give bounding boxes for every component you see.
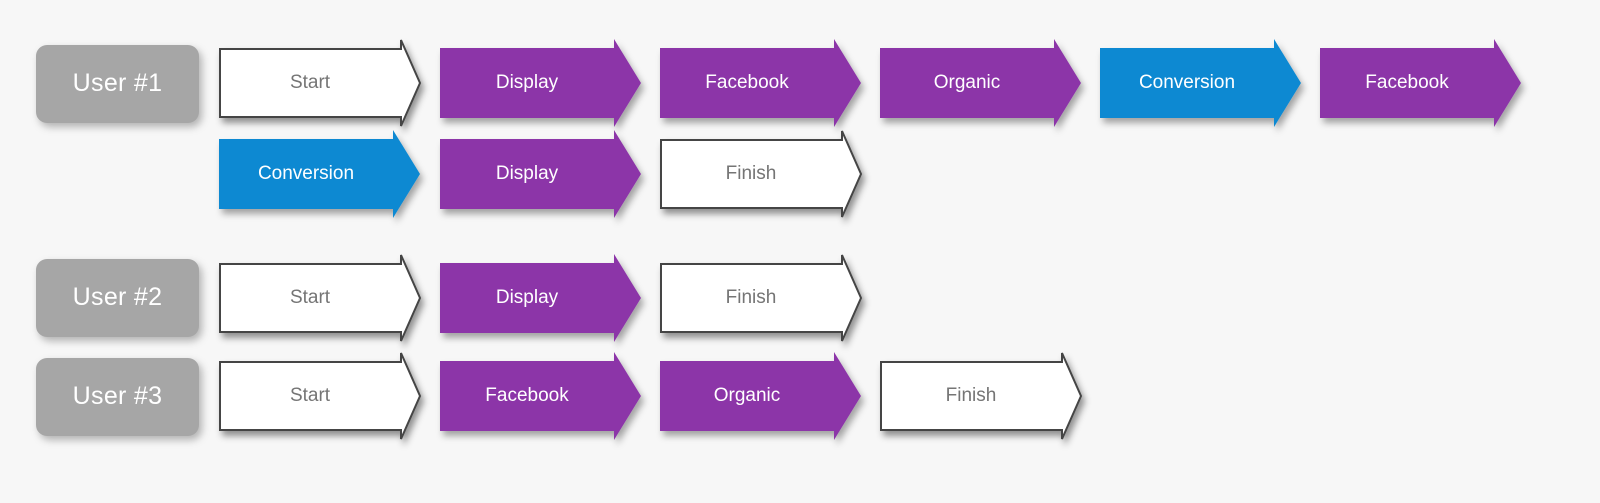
arrow-shape-outline (219, 352, 422, 440)
flow-step-organic[interactable]: Organic (660, 352, 861, 440)
arrow-shape-outline (660, 130, 863, 218)
arrow-shape-outline (219, 39, 422, 127)
user-label-text: User #2 (72, 283, 163, 311)
arrow-shape-purple (880, 39, 1081, 127)
arrow-shape-outline (660, 254, 863, 342)
arrow-shape-purple (440, 254, 641, 342)
user-label-text: User #3 (72, 382, 163, 410)
arrow-shape-purple (440, 39, 641, 127)
user-label-text: User #1 (72, 69, 163, 97)
user-label-1[interactable]: User #1 (36, 45, 199, 123)
arrow-shape-blue (1100, 39, 1301, 127)
flow-step-finish[interactable]: Finish (880, 352, 1083, 440)
arrow-shape-purple (440, 130, 641, 218)
user-label-3[interactable]: User #3 (36, 358, 199, 436)
arrow-shape-purple (1320, 39, 1521, 127)
arrow-shape-purple (440, 352, 641, 440)
arrow-shape-purple (660, 39, 861, 127)
arrow-shape-outline (880, 352, 1083, 440)
arrow-shape-blue (219, 130, 420, 218)
flow-step-facebook[interactable]: Facebook (440, 352, 641, 440)
flow-step-start[interactable]: Start (219, 352, 422, 440)
arrow-shape-purple (660, 352, 861, 440)
arrow-shape-outline (219, 254, 422, 342)
user-label-2[interactable]: User #2 (36, 259, 199, 337)
